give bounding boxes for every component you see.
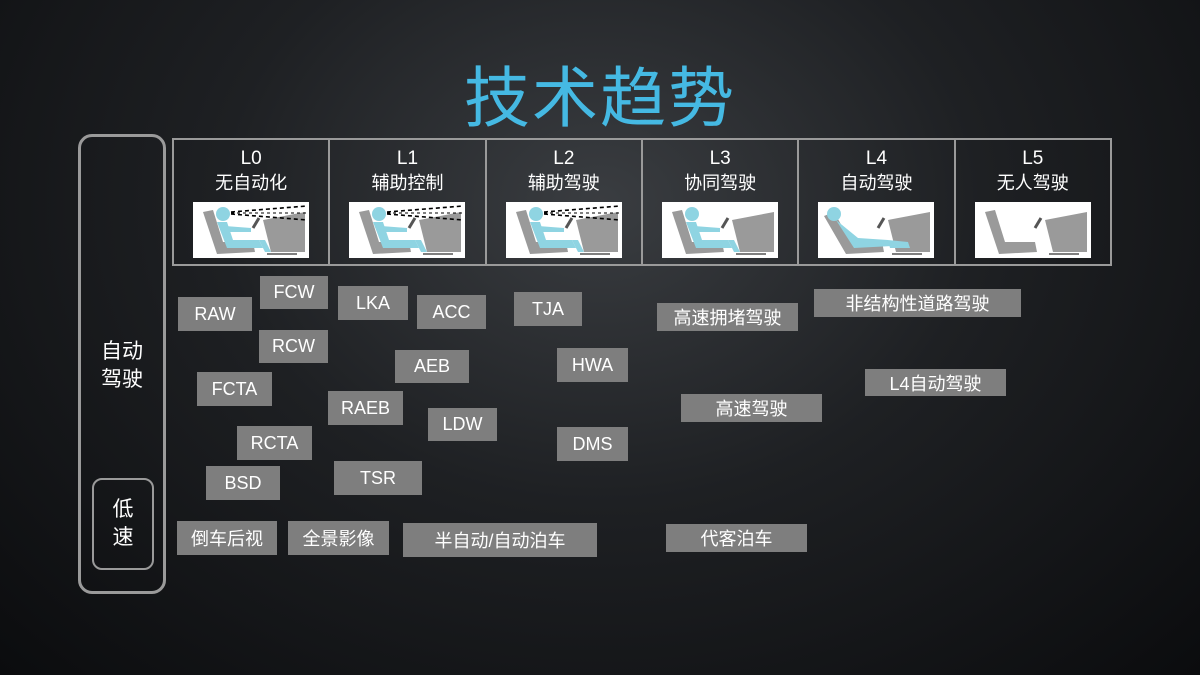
tag-dms: DMS (557, 427, 628, 461)
level-l5: L5 无人驾驶 (956, 140, 1110, 264)
level-name: 辅助驾驶 (527, 173, 600, 193)
low-speed-box: 低速 (92, 478, 154, 570)
driver-illustration (515, 205, 620, 255)
tag-auto-parking: 半自动/自动泊车 (403, 523, 597, 557)
tag-tja: TJA (514, 292, 582, 326)
driver-cooperative-icon (661, 202, 778, 258)
level-code: L4 (865, 148, 888, 169)
level-name: 无人驾驶 (996, 173, 1069, 193)
tag-unstructured-road: 非结构性道路驾驶 (814, 289, 1021, 317)
tag-l4-autonomous: L4自动驾驶 (865, 369, 1006, 396)
level-code: L3 (709, 148, 731, 169)
level-l3: L3 协同驾驶 (643, 140, 800, 264)
tag-valet-parking: 代客泊车 (666, 524, 807, 552)
tag-lka: LKA (338, 286, 408, 320)
autonomous-driving-frame (78, 134, 166, 594)
level-l1: L1 辅助控制 (330, 140, 487, 264)
tag-aeb: AEB (395, 350, 469, 383)
level-name: 辅助控制 (371, 173, 444, 193)
tag-raw: RAW (178, 297, 252, 331)
driver-illustration (359, 205, 464, 255)
level-name: 自动驾驶 (840, 173, 913, 193)
level-code: L0 (240, 148, 262, 169)
level-name: 无自动化 (215, 173, 288, 193)
driverless-seat-icon (974, 202, 1091, 258)
tag-raeb: RAEB (328, 391, 403, 425)
tag-ldw: LDW (428, 408, 497, 441)
driver-manual-icon (193, 202, 309, 258)
tag-fcw: FCW (260, 276, 328, 309)
driver-reclined-icon (818, 202, 935, 258)
tag-hwa: HWA (557, 348, 628, 382)
driver-illustration (984, 210, 1087, 255)
tag-rcta: RCTA (237, 426, 312, 460)
level-code: L2 (553, 148, 575, 169)
tag-tsr: TSR (334, 461, 422, 495)
level-l2: L2 辅助驾驶 (487, 140, 643, 264)
autonomous-driving-label-text: 自动驾驶 (101, 340, 143, 391)
page-title: 技术趋势 (464, 61, 736, 135)
tag-highway-driving: 高速驾驶 (681, 394, 822, 422)
automation-levels: L0 无自动化 L1 辅助控制 L2 辅助驾驶 L3 协同驾驶 L4 自动驾驶 … (172, 138, 1112, 266)
driver-assist-icon (349, 202, 466, 258)
driver-illustration (671, 207, 774, 255)
low-speed-label: 低速 (112, 498, 134, 549)
driver-illustration (203, 205, 308, 255)
level-l0: L0 无自动化 (174, 140, 331, 264)
tag-surround-view: 全景影像 (288, 521, 389, 555)
tag-fcta: FCTA (197, 372, 272, 406)
level-name: 协同驾驶 (684, 173, 757, 193)
autonomous-driving-label: 自动驾驶 (78, 338, 166, 394)
tag-rcw: RCW (259, 330, 328, 363)
tag-bsd: BSD (206, 466, 280, 500)
level-code: L1 (396, 148, 419, 169)
driver-illustration (824, 207, 931, 255)
tag-acc: ACC (417, 295, 486, 329)
level-l4: L4 自动驾驶 (799, 140, 956, 264)
level-code: L5 (1022, 148, 1044, 169)
tag-rearview: 倒车后视 (177, 521, 277, 555)
tag-highway-traffic-jam: 高速拥堵驾驶 (657, 303, 798, 331)
driver-assist-icon (505, 202, 622, 258)
